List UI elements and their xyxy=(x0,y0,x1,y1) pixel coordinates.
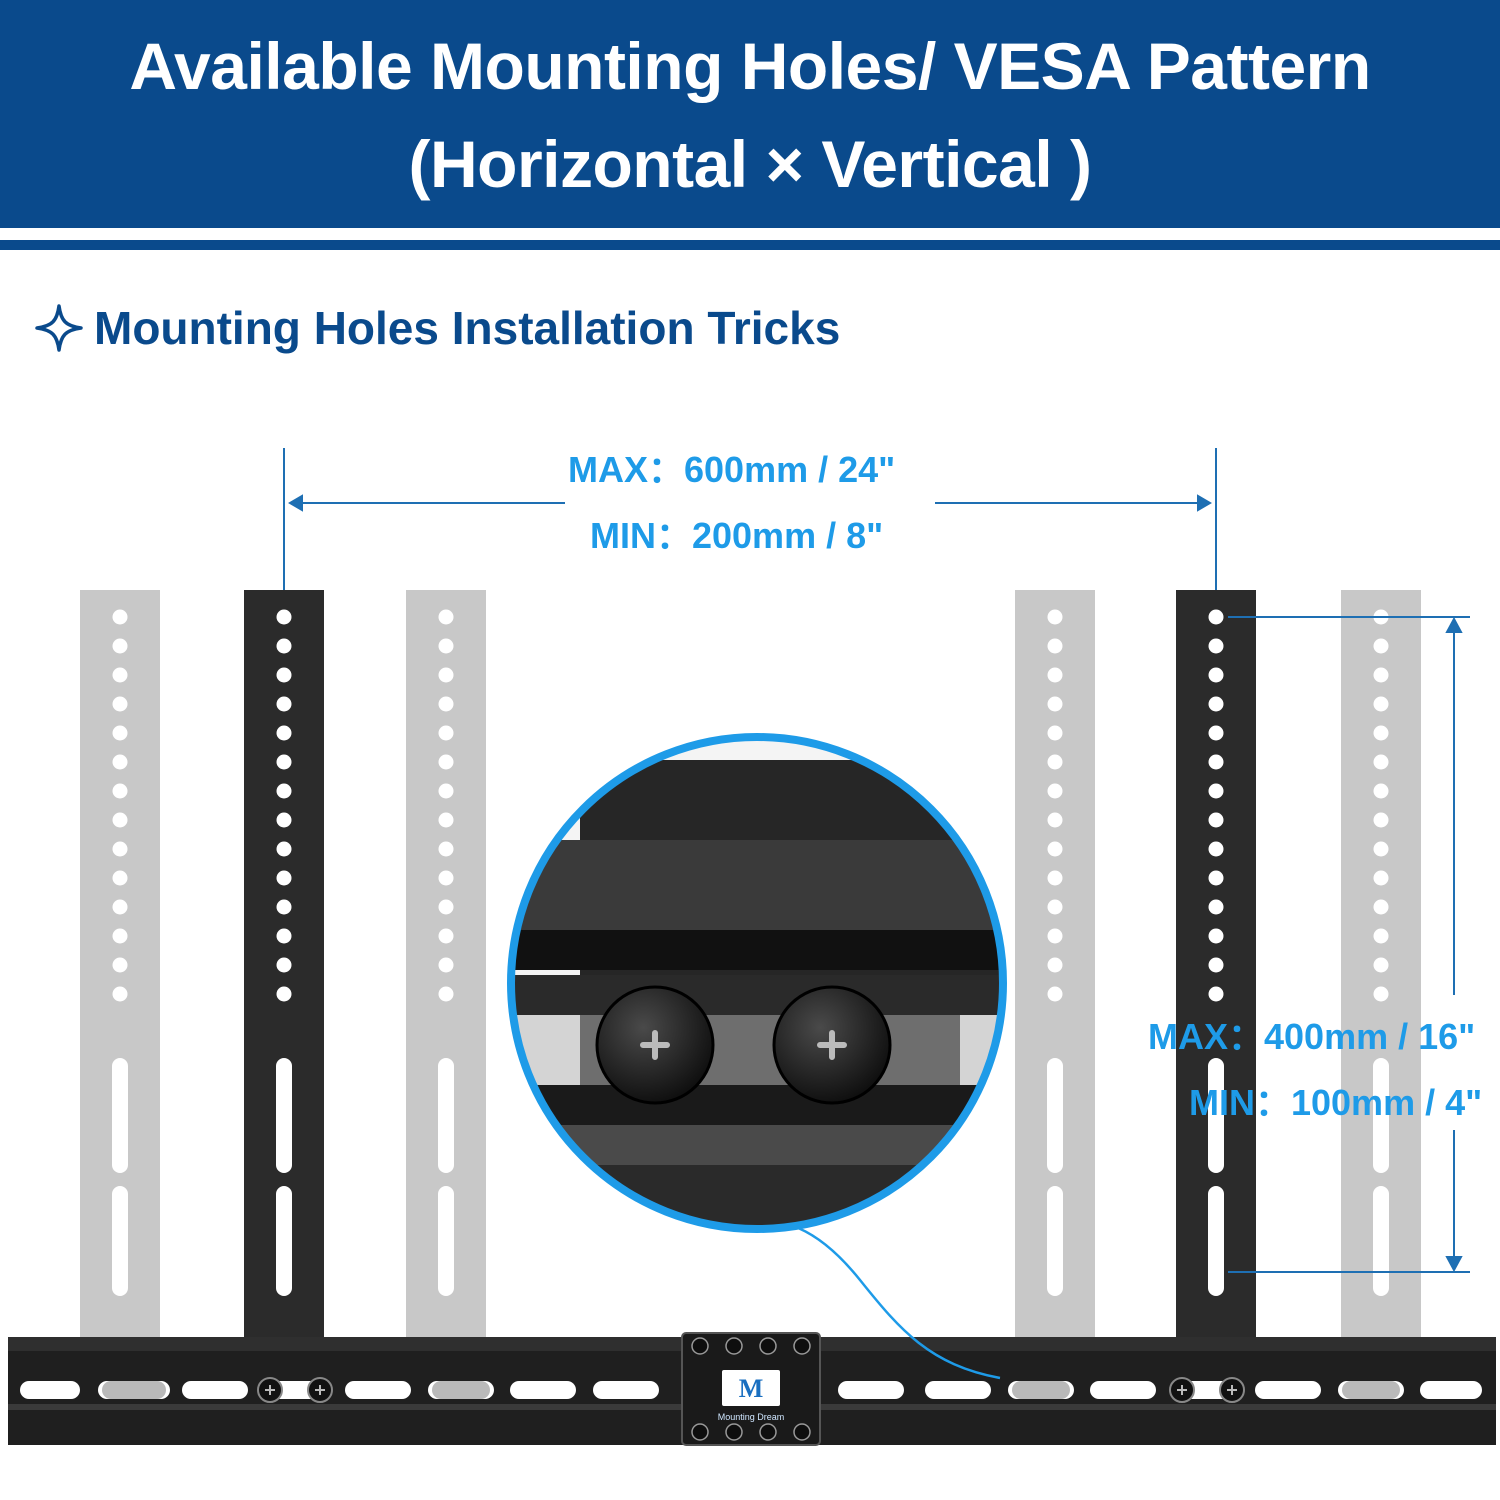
section-heading: Mounting Holes Installation Tricks xyxy=(34,296,840,360)
light-bracket xyxy=(1015,590,1095,1338)
bolt-icon xyxy=(725,1423,743,1441)
horizontal-max-label: MAX：600mm / 24" xyxy=(568,449,896,490)
bolt-icon xyxy=(793,1423,811,1441)
title-line-2: (Horizontal × Vertical ) xyxy=(408,127,1093,201)
four-point-star-icon xyxy=(35,304,83,352)
bolt-icon xyxy=(691,1337,709,1355)
logo-mark-icon: M xyxy=(739,1374,764,1403)
vertical-dimension-lines xyxy=(1228,616,1470,1273)
light-bracket xyxy=(1341,590,1421,1338)
dark-bracket xyxy=(244,590,324,1338)
logo-plate: M Mounting Dream xyxy=(681,1332,821,1446)
vertical-max-label: MAX：400mm / 16" xyxy=(1148,1016,1476,1057)
logo-text: Mounting Dream xyxy=(718,1412,785,1422)
bolt-icon xyxy=(759,1423,777,1441)
horizontal-min-label: MIN：200mm / 8" xyxy=(590,515,884,556)
vertical-min-label: MIN：100mm / 4" xyxy=(1189,1082,1483,1123)
light-vertical-brackets xyxy=(80,590,1421,1338)
dark-vertical-brackets xyxy=(244,590,1256,1338)
light-bracket xyxy=(406,590,486,1338)
horizontal-dimension-lines xyxy=(283,448,1217,590)
banner-underline xyxy=(0,240,1500,250)
title-banner: Available Mounting Holes/ VESA Pattern (… xyxy=(0,0,1500,228)
title-line-1: Available Mounting Holes/ VESA Pattern xyxy=(129,29,1371,103)
bolt-icon xyxy=(725,1337,743,1355)
magnified-detail xyxy=(507,733,1007,1233)
bolt-icon xyxy=(691,1423,709,1441)
bolt-icon xyxy=(793,1337,811,1355)
light-bracket xyxy=(80,590,160,1338)
bolt-icon xyxy=(759,1337,777,1355)
dark-bracket xyxy=(1176,590,1256,1338)
section-label: Mounting Holes Installation Tricks xyxy=(94,302,841,354)
